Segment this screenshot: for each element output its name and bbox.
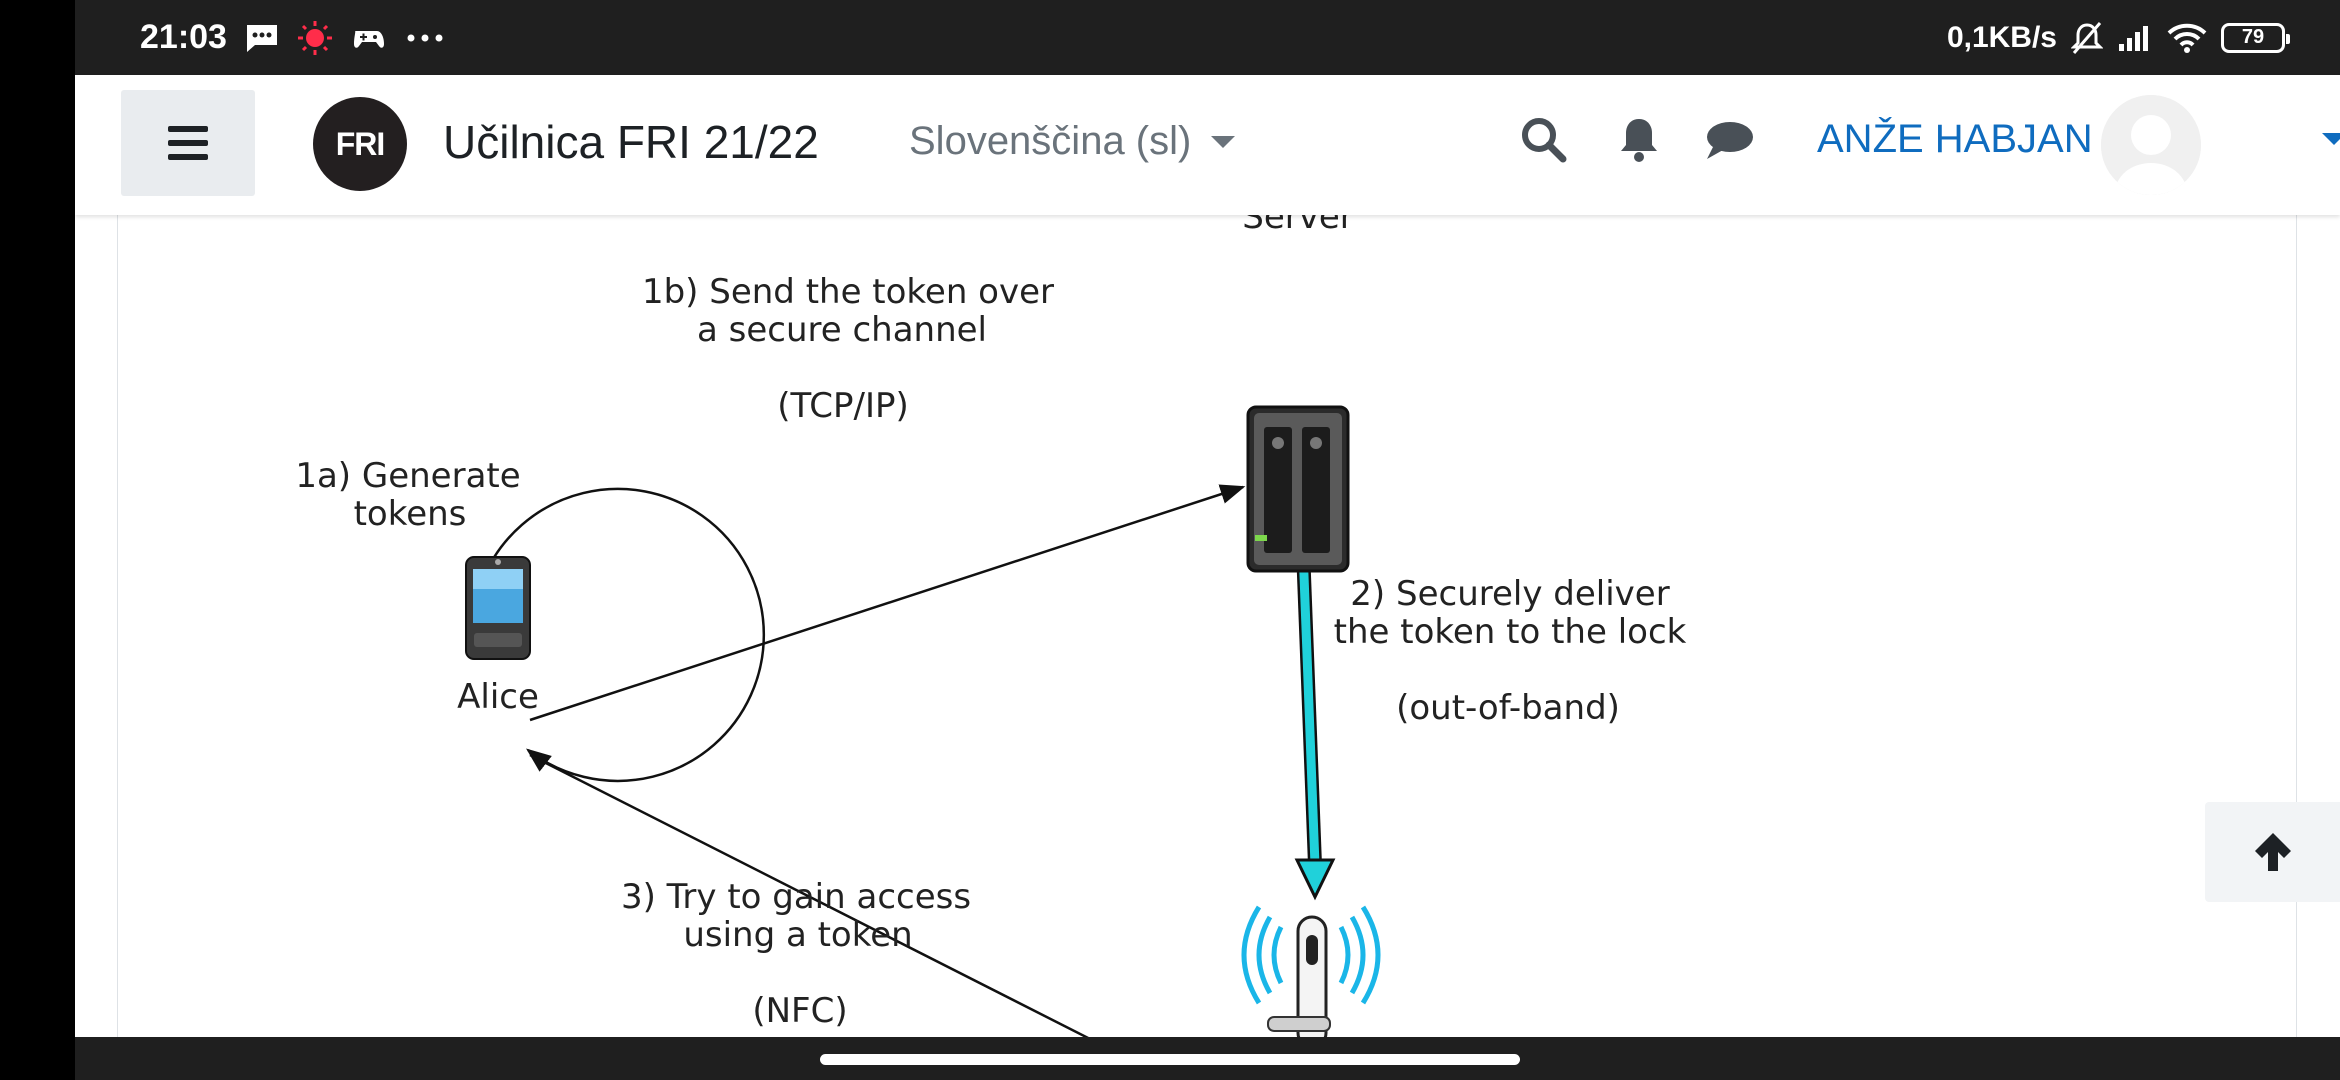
user-avatar[interactable] xyxy=(2101,95,2201,195)
game-controller-icon xyxy=(353,30,384,48)
message-icon xyxy=(246,24,277,52)
main-content: Server 1b) Send the token over a secure … xyxy=(75,205,2340,1055)
content-card: Server 1b) Send the token over a secure … xyxy=(117,205,2297,1055)
step-2-line2: the token to the lock xyxy=(1334,612,1687,652)
step-3-line2: using a token xyxy=(683,915,912,955)
network-speed: 0,1KB/s xyxy=(1946,20,2057,54)
logo-text: FRI xyxy=(335,125,386,162)
status-bar: 21:03 0,1KB/s 79 xyxy=(75,0,2340,75)
server-device-icon xyxy=(1246,405,1350,573)
step-1b-line1: 1b) Send the token over xyxy=(642,272,1054,312)
generate-loop-arrow xyxy=(470,487,766,783)
search-icon[interactable] xyxy=(1519,115,1567,163)
sun-app-icon xyxy=(297,20,332,55)
step-1a-line2: tokens xyxy=(354,494,467,534)
user-menu-caret-icon[interactable] xyxy=(2322,133,2340,145)
status-time: 21:03 xyxy=(140,18,227,56)
alice-label: Alice xyxy=(457,677,539,717)
default-avatar-icon xyxy=(2101,95,2201,195)
battery-indicator: 79 xyxy=(2221,22,2290,53)
signal-icon xyxy=(2119,25,2148,51)
hamburger-icon xyxy=(168,126,208,160)
notification-bell-icon[interactable] xyxy=(1617,115,1661,163)
alice-to-server-arrow xyxy=(529,484,1246,722)
step-1a-line1: 1a) Generate xyxy=(295,456,520,496)
chevron-down-icon xyxy=(1211,135,1236,148)
android-nav-bar xyxy=(75,1037,2340,1080)
nfc-lock-icon xyxy=(1241,905,1381,1049)
alice-phone-icon xyxy=(465,556,531,660)
user-menu-name[interactable]: ANŽE HABJAN xyxy=(1817,117,2093,161)
step-3-line1: 3) Try to gain access xyxy=(621,877,971,917)
site-header: FRI Učilnica FRI 21/22 Slovenščina (sl) … xyxy=(75,75,2340,215)
site-logo[interactable]: FRI xyxy=(313,97,407,191)
back-to-top-button[interactable] xyxy=(2205,802,2340,902)
nav-drawer-button[interactable] xyxy=(121,90,255,196)
step-1b-protocol: (TCP/IP) xyxy=(777,386,909,426)
home-indicator[interactable] xyxy=(820,1054,1520,1065)
step-3-protocol: (NFC) xyxy=(752,991,847,1031)
site-title[interactable]: Učilnica FRI 21/22 xyxy=(443,116,819,168)
arrow-up-icon xyxy=(2254,833,2291,871)
token-flow-diagram: Server 1b) Send the token over a secure … xyxy=(295,205,1687,1055)
messages-chat-icon[interactable] xyxy=(1705,119,1755,161)
wifi-icon xyxy=(2167,23,2207,53)
bell-muted-icon xyxy=(2071,21,2103,54)
battery-level: 79 xyxy=(2241,26,2265,48)
step-2-protocol: (out-of-band) xyxy=(1396,688,1620,728)
step-2-line1: 2) Securely deliver xyxy=(1350,574,1669,614)
language-selector[interactable]: Slovenščina (sl) xyxy=(909,119,1236,164)
server-to-lock-arrow xyxy=(1294,522,1336,901)
language-label: Slovenščina (sl) xyxy=(909,119,1192,163)
more-dots-icon xyxy=(407,34,443,41)
step-1b-line2: a secure channel xyxy=(697,310,987,350)
